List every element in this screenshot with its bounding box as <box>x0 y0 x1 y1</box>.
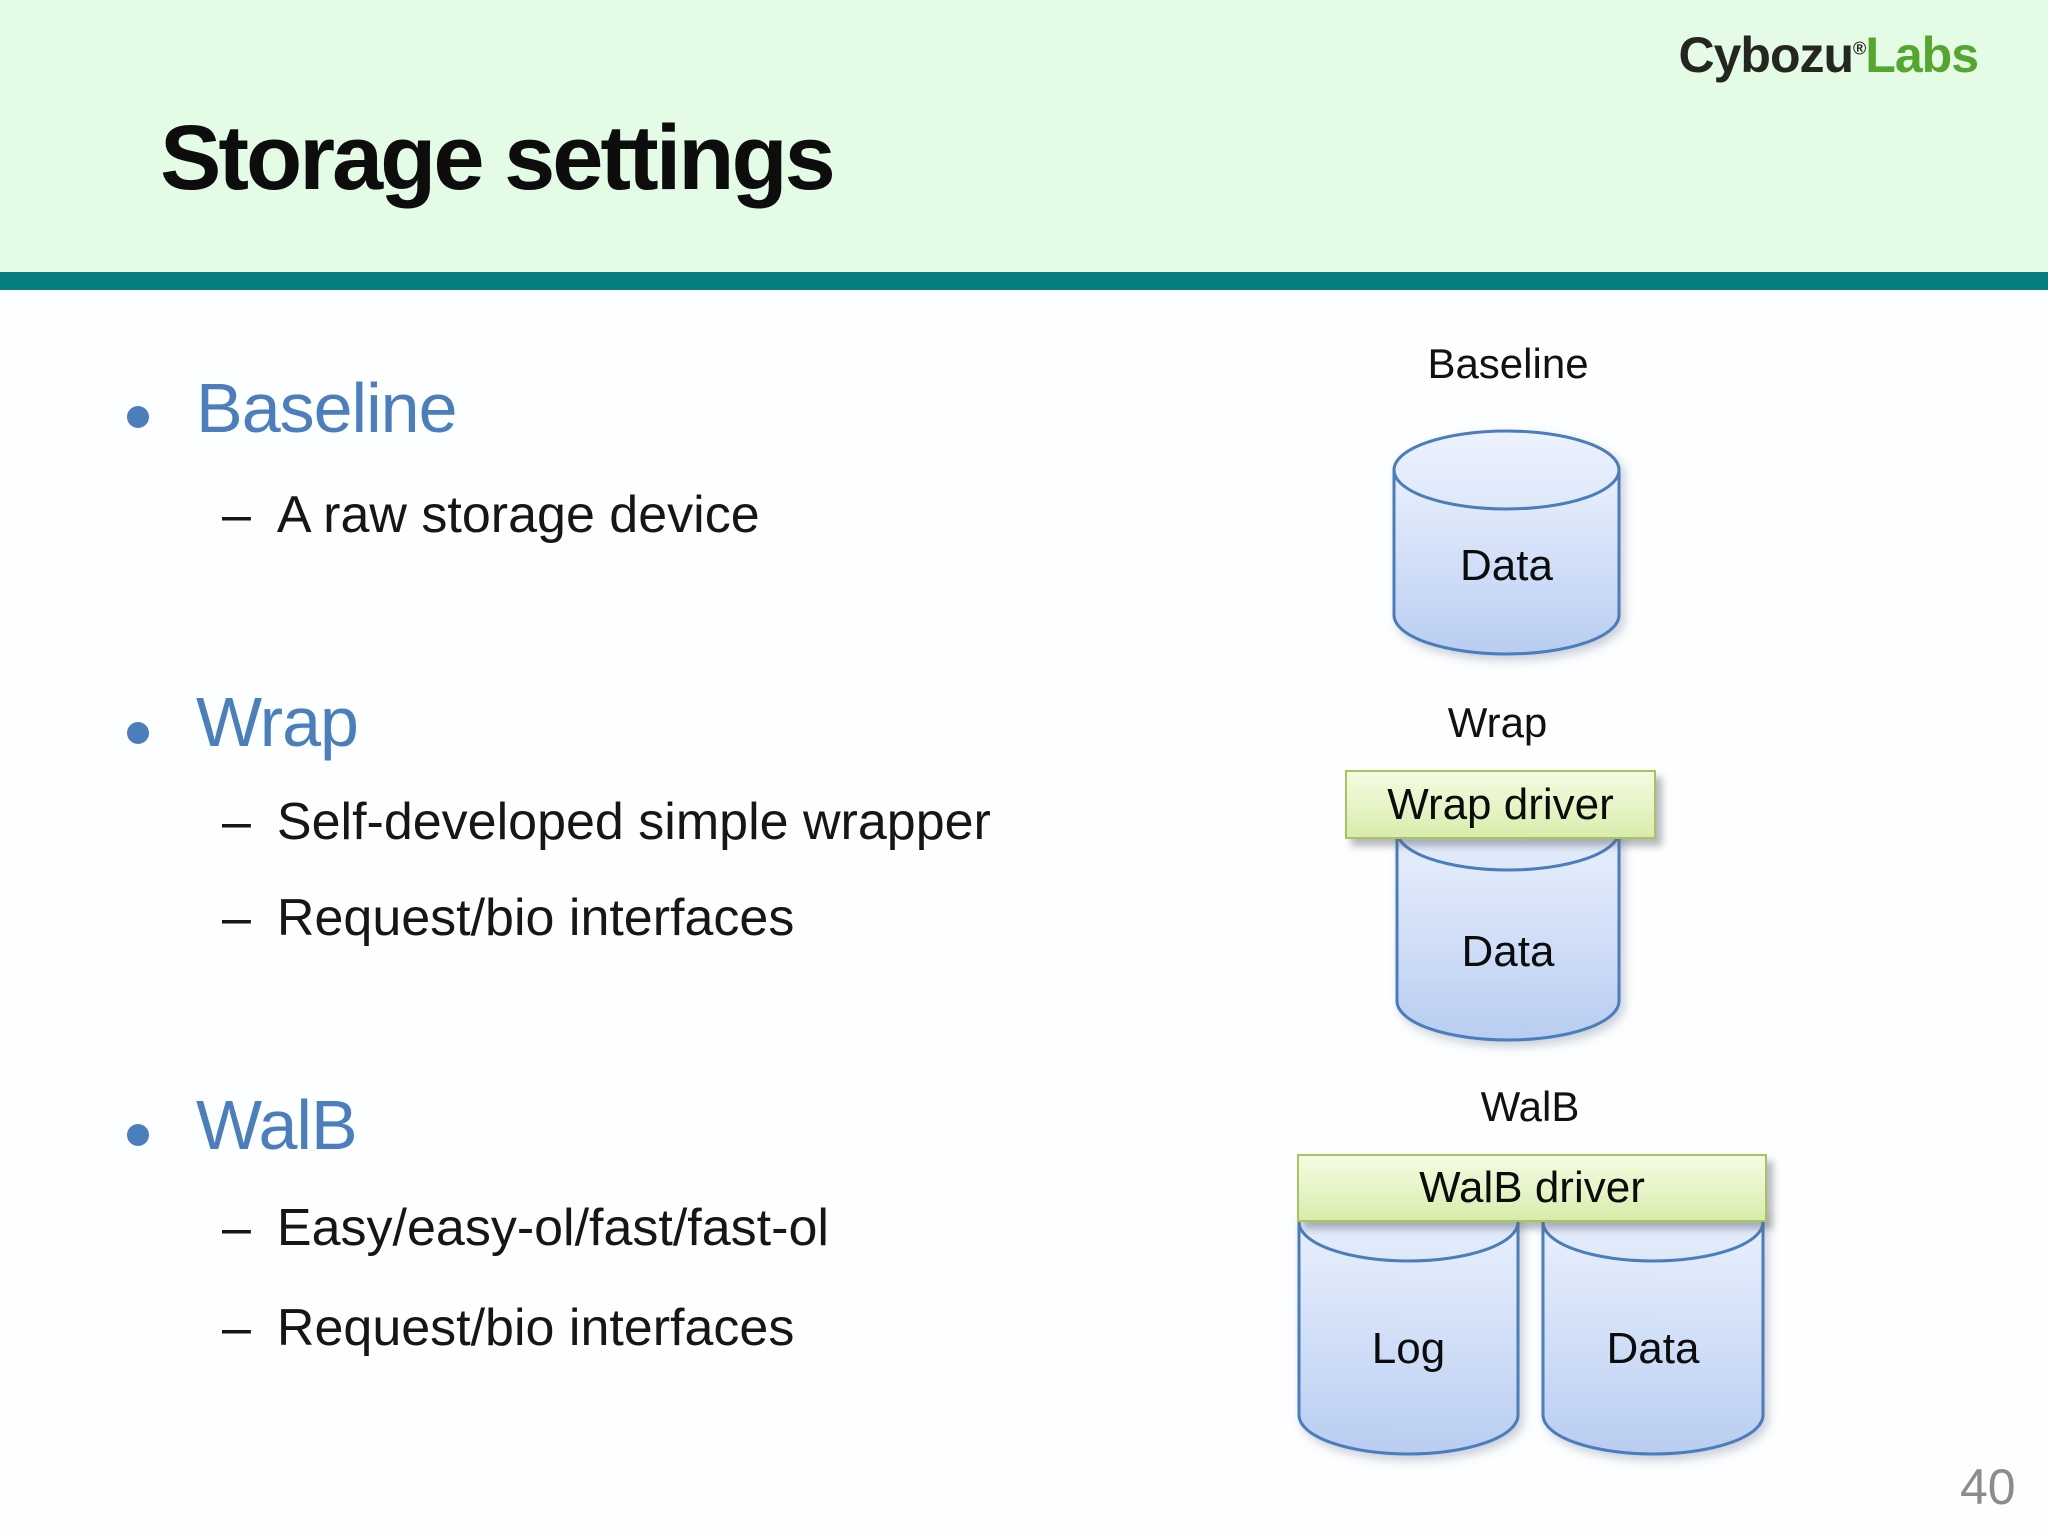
cylinder-label: Data <box>1460 541 1553 590</box>
diagram-label-baseline: Baseline <box>1427 340 1589 387</box>
list-item: – Easy/easy-ol/fast/fast-ol <box>222 1202 829 1254</box>
list-item-text: Request/bio interfaces <box>276 889 795 947</box>
cylinder-label: Log <box>1371 1324 1446 1373</box>
list-item: – Request/bio interfaces <box>222 892 794 944</box>
bullet-heading-wrap: Wrap <box>196 683 359 761</box>
bullet-heading-baseline: Baseline <box>196 369 458 447</box>
divider-bar <box>0 272 2048 290</box>
cylinder-baseline-data: Data <box>1391 428 1622 658</box>
bullet-icon <box>127 406 149 428</box>
wrap-driver-box: Wrap driver <box>1345 770 1656 839</box>
header-band <box>0 0 2048 272</box>
cybozu-labs-logo: Cybozu®Labs <box>1678 26 1979 84</box>
list-item: – Self-developed simple wrapper <box>222 796 991 848</box>
cylinder-shape <box>1392 429 1621 656</box>
cylinder-walb-log: Log <box>1296 1180 1521 1458</box>
logo-brand-text: Cybozu <box>1678 27 1854 83</box>
driver-box-label: WalB driver <box>1419 1163 1645 1212</box>
bullet-icon <box>127 722 149 744</box>
bullet-icon <box>127 1124 149 1146</box>
bullet-heading-walb: WalB <box>196 1086 358 1164</box>
dash-bullet: – <box>222 486 251 544</box>
list-item-text: A raw storage device <box>276 486 760 544</box>
dash-bullet: – <box>222 1299 251 1357</box>
dash-bullet: – <box>222 793 251 851</box>
diagram-label-walb: WalB <box>1480 1083 1580 1130</box>
driver-box-label: Wrap driver <box>1387 779 1614 829</box>
list-item: – A raw storage device <box>222 489 760 541</box>
list-item-text: Easy/easy-ol/fast/fast-ol <box>276 1199 829 1257</box>
page-number: 40 <box>1960 1459 2016 1515</box>
list-item: – Request/bio interfaces <box>222 1302 794 1354</box>
dash-bullet: – <box>222 1199 251 1257</box>
dash-bullet: – <box>222 889 251 947</box>
registered-mark: ® <box>1853 38 1866 59</box>
cylinder-label: Data <box>1606 1324 1700 1373</box>
logo-suffix-text: Labs <box>1865 27 1979 83</box>
list-item-text: Request/bio interfaces <box>276 1299 795 1357</box>
page-title: Storage settings <box>160 107 836 209</box>
cylinder-label: Data <box>1461 926 1555 976</box>
diagram-label-wrap: Wrap <box>1447 699 1548 746</box>
list-item-text: Self-developed simple wrapper <box>276 793 991 851</box>
walb-driver-box: WalB driver <box>1297 1154 1767 1222</box>
